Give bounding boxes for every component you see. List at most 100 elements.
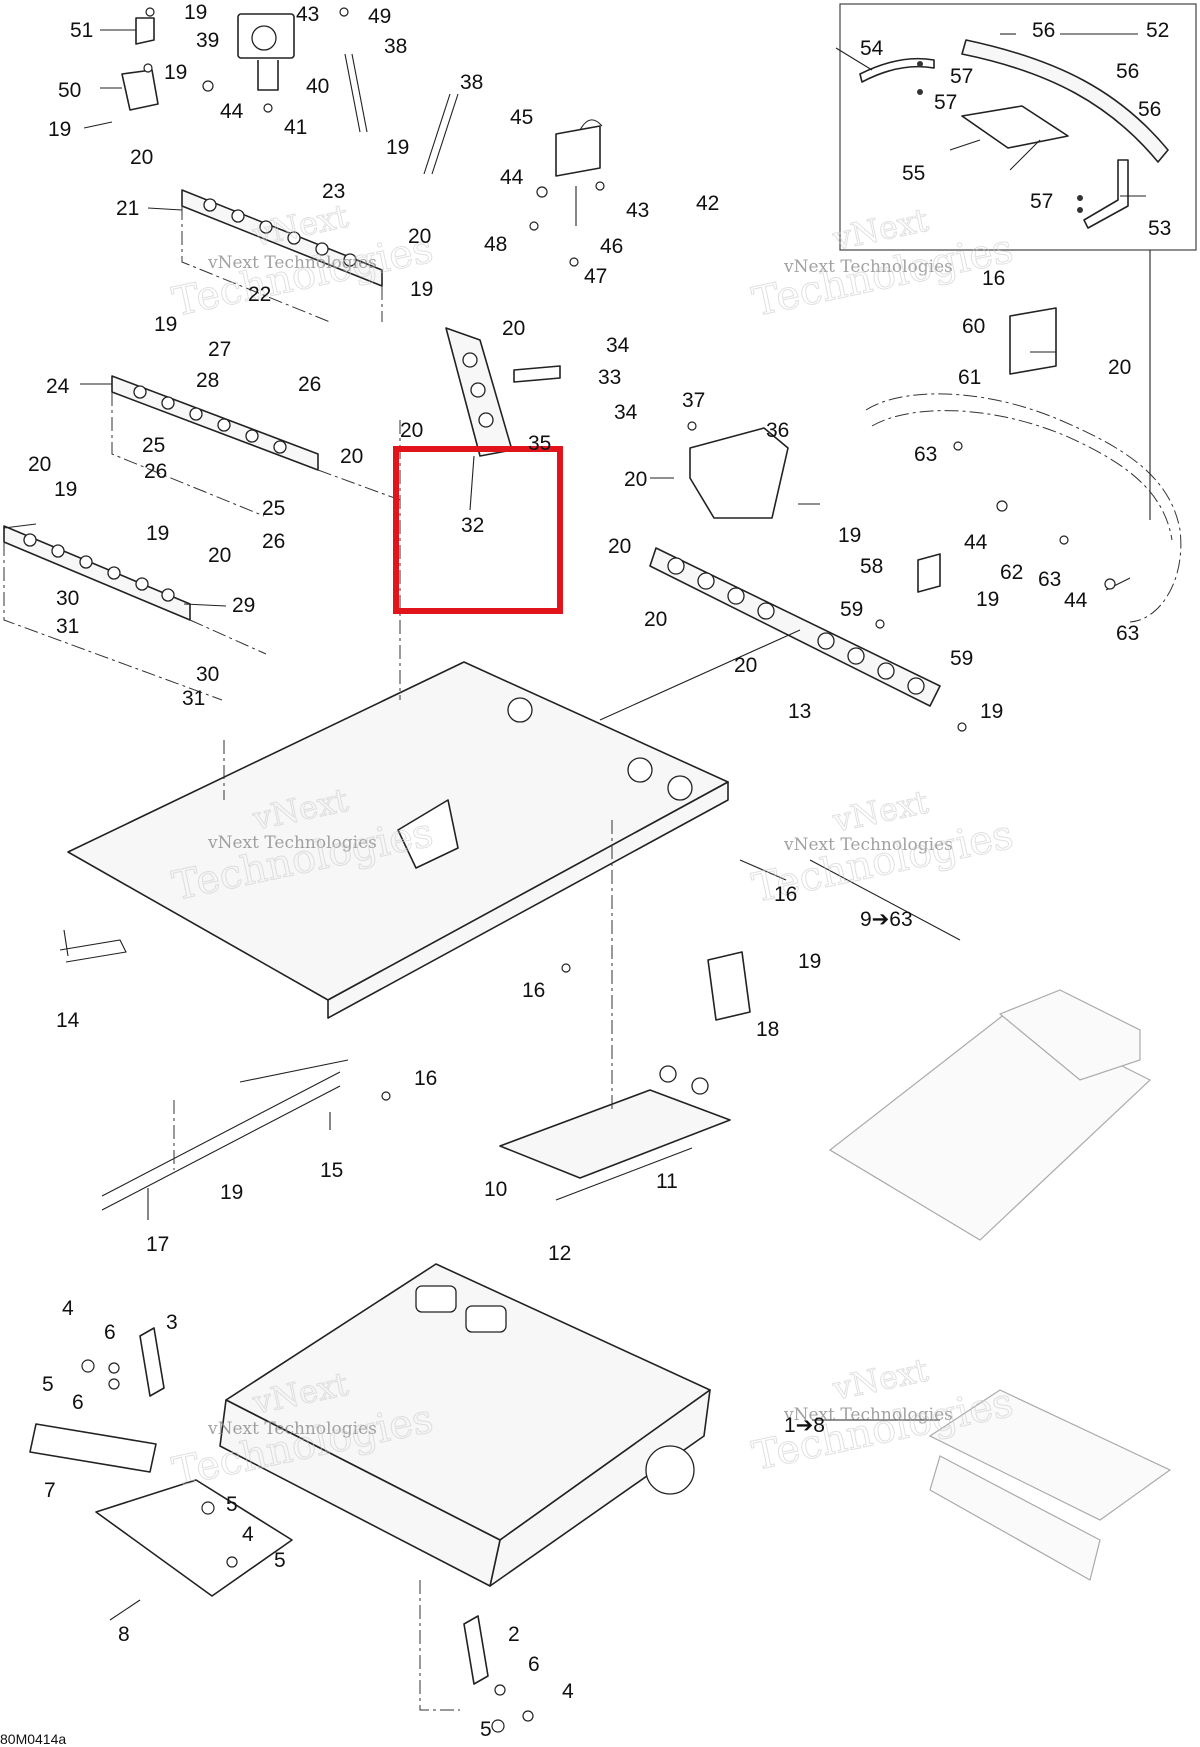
callout: 16 bbox=[414, 1067, 437, 1090]
callout: 8 bbox=[118, 1623, 130, 1646]
diagram-reference-code: 80M0414a bbox=[0, 1731, 66, 1747]
callout: 34 bbox=[614, 401, 638, 424]
watermark-text: vNext Technologies bbox=[207, 1419, 377, 1439]
callout: 41 bbox=[284, 116, 307, 139]
callout: 48 bbox=[484, 233, 507, 256]
callout: 14 bbox=[56, 1009, 80, 1032]
callout: 20 bbox=[1108, 356, 1131, 379]
watermark-text: vNext Technologies bbox=[207, 253, 377, 273]
callout: 20 bbox=[408, 225, 431, 248]
callout: 40 bbox=[306, 75, 329, 98]
callout: 19 bbox=[980, 700, 1003, 723]
callout: 15 bbox=[320, 1159, 343, 1182]
callout: 18 bbox=[756, 1018, 779, 1041]
callout: 1➔8 bbox=[784, 1414, 825, 1437]
callout: 6 bbox=[72, 1391, 84, 1414]
callout: 57 bbox=[934, 91, 957, 114]
callout: 30 bbox=[56, 587, 79, 610]
callout: 20 bbox=[608, 535, 631, 558]
callout: 38 bbox=[384, 35, 407, 58]
inset-frame bbox=[839, 3, 1197, 251]
callout: 10 bbox=[484, 1178, 507, 1201]
watermark-text: vNext Technologies bbox=[783, 257, 953, 277]
callout: 19 bbox=[798, 950, 821, 973]
callout: 19 bbox=[838, 524, 861, 547]
callout: 23 bbox=[322, 180, 345, 203]
callout: 19 bbox=[164, 61, 187, 84]
callout: 6 bbox=[528, 1653, 540, 1676]
callout: 19 bbox=[184, 1, 207, 24]
leader-lines bbox=[3, 29, 1146, 1621]
callout: 59 bbox=[840, 598, 863, 621]
callout: 39 bbox=[196, 29, 219, 52]
callout: 20 bbox=[734, 654, 757, 677]
callout: 62 bbox=[1000, 561, 1023, 584]
callout: 20 bbox=[644, 608, 667, 631]
callout: 20 bbox=[130, 146, 153, 169]
highlight-box-part-32[interactable] bbox=[393, 446, 563, 614]
callout: 61 bbox=[958, 366, 981, 389]
watermark-text: vNext Technologies bbox=[783, 1405, 953, 1425]
callout: 52 bbox=[1146, 19, 1169, 42]
callout: 4 bbox=[62, 1297, 74, 1320]
callout: 29 bbox=[232, 594, 255, 617]
callout: 57 bbox=[950, 65, 973, 88]
callout: 20 bbox=[502, 317, 525, 340]
callout: 56 bbox=[1138, 98, 1161, 121]
callout: 19 bbox=[386, 136, 409, 159]
callout: 37 bbox=[682, 389, 705, 412]
callout: 25 bbox=[262, 497, 285, 520]
callout: 59 bbox=[950, 647, 973, 670]
callout: 35 bbox=[528, 432, 551, 455]
callout: 20 bbox=[28, 453, 51, 476]
callout: 56 bbox=[1032, 19, 1055, 42]
callout: 55 bbox=[902, 162, 925, 185]
callout: 19 bbox=[410, 278, 433, 301]
callout: 6 bbox=[104, 1321, 116, 1344]
callout: 11 bbox=[656, 1170, 678, 1193]
callout: 19 bbox=[54, 478, 77, 501]
callout: 28 bbox=[196, 369, 219, 392]
callout: 51 bbox=[70, 19, 93, 42]
callout: 54 bbox=[860, 37, 884, 60]
callout: 25 bbox=[142, 434, 165, 457]
callout: 4 bbox=[562, 1680, 574, 1703]
callout: 16 bbox=[982, 267, 1005, 290]
callout: 30 bbox=[196, 663, 219, 686]
callout: 4 bbox=[242, 1523, 254, 1546]
callout: 19 bbox=[220, 1181, 243, 1204]
callout: 46 bbox=[600, 235, 623, 258]
callout: 20 bbox=[208, 544, 231, 567]
callout: 19 bbox=[48, 118, 71, 141]
callout: 26 bbox=[144, 460, 167, 483]
callout: 60 bbox=[962, 315, 985, 338]
callout: 44 bbox=[220, 100, 244, 123]
callout: 44 bbox=[500, 166, 524, 189]
callout: 45 bbox=[510, 106, 533, 129]
callout: 7 bbox=[44, 1479, 56, 1502]
callout: 43 bbox=[296, 3, 319, 26]
callout: 43 bbox=[626, 199, 649, 222]
callout: 13 bbox=[788, 700, 811, 723]
callout: 5 bbox=[274, 1549, 286, 1572]
assembly-lines bbox=[3, 206, 1151, 1711]
callout: 53 bbox=[1148, 217, 1171, 240]
callout: 20 bbox=[340, 445, 363, 468]
callout: 19 bbox=[154, 313, 177, 336]
callout: 16 bbox=[774, 883, 797, 906]
callout: 32 bbox=[461, 514, 484, 537]
callout: 31 bbox=[56, 615, 79, 638]
callout: 31 bbox=[182, 687, 205, 710]
fasteners bbox=[81, 7, 1116, 1733]
callout: 12 bbox=[548, 1242, 571, 1265]
callout: 21 bbox=[116, 197, 139, 220]
callout: 63 bbox=[1116, 622, 1139, 645]
callout: 16 bbox=[522, 979, 545, 1002]
callouts: 51 19 39 43 49 38 50 19 44 40 41 38 19 1… bbox=[28, 1, 1171, 1741]
callout: 24 bbox=[46, 375, 70, 398]
callout: 44 bbox=[1064, 589, 1088, 612]
callout: 19 bbox=[976, 588, 999, 611]
callout: 47 bbox=[584, 265, 607, 288]
callout: 20 bbox=[624, 468, 647, 491]
